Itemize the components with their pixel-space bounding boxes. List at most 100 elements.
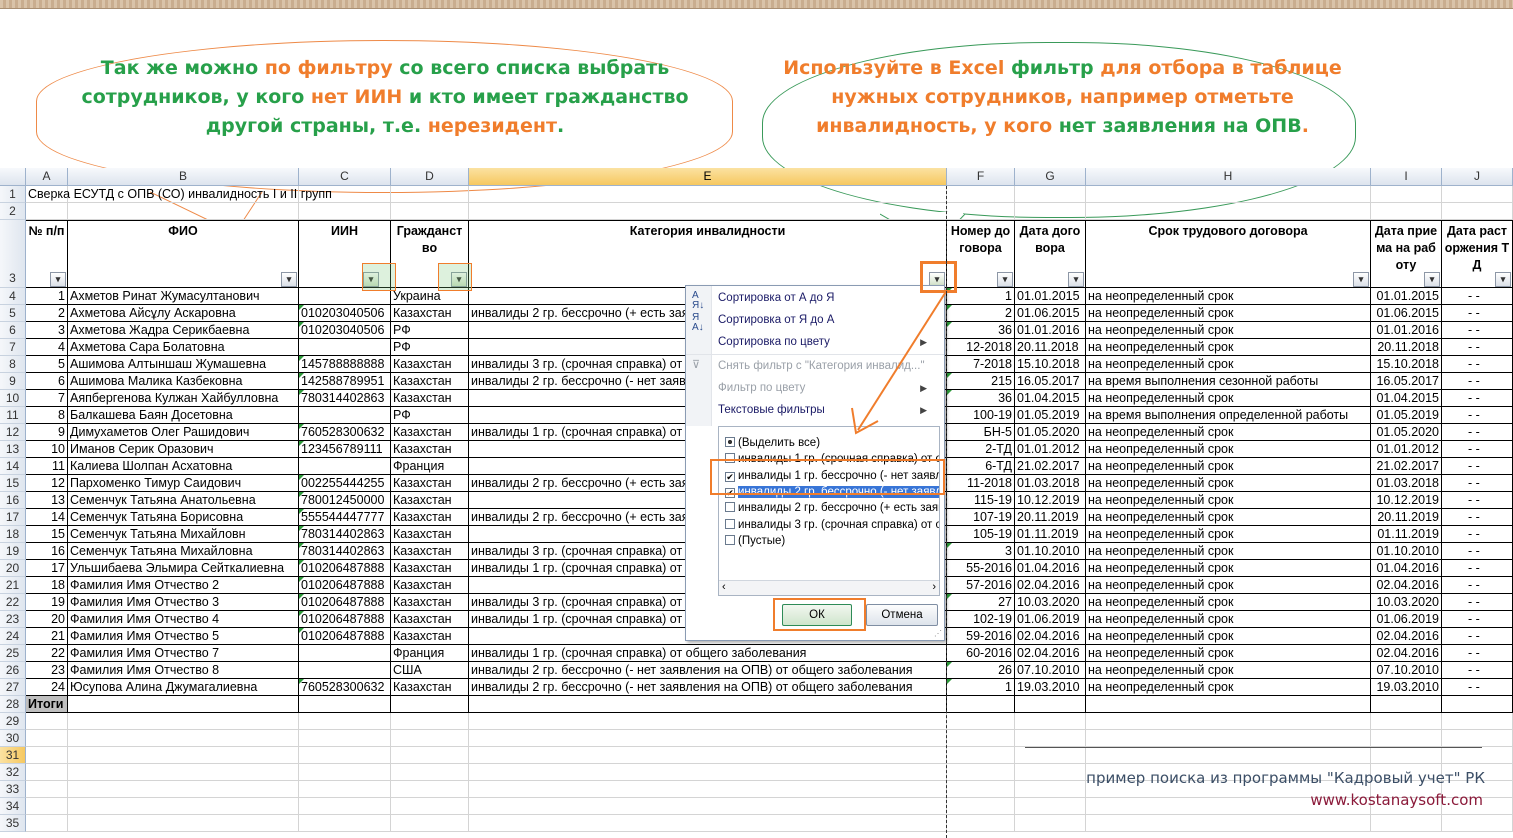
data-cell-i[interactable]: 15.10.2018 <box>1371 356 1442 373</box>
data-cell-f[interactable]: 105-19 <box>947 526 1015 543</box>
grid-cell[interactable] <box>26 186 68 203</box>
grid-cell[interactable] <box>68 730 299 747</box>
data-cell-i[interactable]: 01.04.2015 <box>1371 390 1442 407</box>
grid-cell[interactable] <box>1015 815 1086 832</box>
row-header-31[interactable]: 31 <box>0 747 26 764</box>
grid-cell[interactable] <box>1371 747 1442 764</box>
header-g[interactable]: Дата договора▾ <box>1015 220 1086 288</box>
data-cell-d[interactable]: Казахстан <box>391 356 469 373</box>
checkbox-icon[interactable] <box>725 453 735 464</box>
grid-cell[interactable] <box>1371 186 1442 203</box>
grid-cell[interactable] <box>391 713 469 730</box>
data-cell-b[interactable]: Семенчук Татьяна Михайловна <box>68 543 299 560</box>
data-cell-b[interactable]: Фамилия Имя Отчество 7 <box>68 645 299 662</box>
data-cell-f[interactable]: 27 <box>947 594 1015 611</box>
checkbox-icon[interactable] <box>725 518 735 529</box>
data-cell-j[interactable]: - - <box>1442 390 1513 407</box>
totals-cell-h[interactable] <box>1086 696 1371 713</box>
filter-value-item[interactable]: инвалиды 2 гр. бессрочно (+ есть заявлен… <box>725 500 939 516</box>
totals-cell-f[interactable] <box>947 696 1015 713</box>
data-cell-b[interactable]: Калиева Шолпан Асхатовна <box>68 458 299 475</box>
data-cell-h[interactable]: на неопределенный срок <box>1086 475 1371 492</box>
data-cell-h[interactable]: на неопределенный срок <box>1086 424 1371 441</box>
data-cell-f[interactable]: 57-2016 <box>947 577 1015 594</box>
horizontal-scrollbar[interactable]: ‹ › <box>719 580 939 595</box>
data-cell-a[interactable]: 8 <box>26 407 68 424</box>
data-cell-f[interactable]: 59-2016 <box>947 628 1015 645</box>
data-cell-c[interactable] <box>299 458 391 475</box>
grid-cell[interactable] <box>947 781 1015 798</box>
data-cell-a[interactable]: 20 <box>26 611 68 628</box>
grid-cell[interactable] <box>1442 186 1513 203</box>
data-cell-i[interactable]: 02.04.2016 <box>1371 577 1442 594</box>
data-cell-h[interactable]: на неопределенный срок <box>1086 322 1371 339</box>
row-header-1[interactable]: 1 <box>0 186 26 203</box>
data-cell-f[interactable]: 36 <box>947 322 1015 339</box>
data-cell-e[interactable]: инвалиды 2 гр. бессрочно (- нет заявлени… <box>469 662 947 679</box>
data-cell-c[interactable]: 123456789111 <box>299 441 391 458</box>
column-header-d[interactable]: D <box>391 168 469 186</box>
data-cell-d[interactable]: Казахстан <box>391 577 469 594</box>
resize-grip-icon[interactable]: ⋰ <box>934 629 942 638</box>
data-cell-d[interactable]: США <box>391 662 469 679</box>
grid-cell[interactable] <box>469 730 947 747</box>
data-cell-g[interactable]: 10.12.2019 <box>1015 492 1086 509</box>
data-cell-j[interactable]: - - <box>1442 305 1513 322</box>
data-cell-f[interactable]: 60-2016 <box>947 645 1015 662</box>
data-cell-b[interactable]: Ашимова Малика Казбековна <box>68 373 299 390</box>
grid-cell[interactable] <box>1371 203 1442 220</box>
data-cell-g[interactable]: 20.11.2019 <box>1015 509 1086 526</box>
data-cell-g[interactable]: 15.10.2018 <box>1015 356 1086 373</box>
data-cell-b[interactable]: Фамилия Имя Отчество 5 <box>68 628 299 645</box>
grid-cell[interactable] <box>947 713 1015 730</box>
data-cell-d[interactable]: Казахстан <box>391 492 469 509</box>
data-cell-i[interactable]: 01.03.2018 <box>1371 475 1442 492</box>
grid-cell[interactable] <box>68 798 299 815</box>
data-cell-g[interactable]: 01.10.2010 <box>1015 543 1086 560</box>
data-cell-j[interactable]: - - <box>1442 475 1513 492</box>
header-h[interactable]: Срок трудового договора▾ <box>1086 220 1371 288</box>
data-cell-j[interactable]: - - <box>1442 628 1513 645</box>
row-header-27[interactable]: 27 <box>0 679 26 696</box>
data-cell-i[interactable]: 16.05.2017 <box>1371 373 1442 390</box>
data-cell-f[interactable]: 11-2018 <box>947 475 1015 492</box>
data-cell-a[interactable]: 22 <box>26 645 68 662</box>
data-cell-i[interactable]: 01.05.2020 <box>1371 424 1442 441</box>
text-filters-item[interactable]: Текстовые фильтры▶ <box>718 400 933 420</box>
data-cell-d[interactable]: РФ <box>391 339 469 356</box>
grid-cell[interactable] <box>391 730 469 747</box>
data-cell-g[interactable]: 01.06.2019 <box>1015 611 1086 628</box>
header-e[interactable]: Категория инвалидности▾ <box>469 220 947 288</box>
totals-cell-d[interactable] <box>391 696 469 713</box>
filter-dropdown-icon[interactable]: ▾ <box>363 272 379 287</box>
data-cell-a[interactable]: 9 <box>26 424 68 441</box>
row-header-25[interactable]: 25 <box>0 645 26 662</box>
grid-cell[interactable] <box>469 747 947 764</box>
data-cell-g[interactable]: 01.03.2018 <box>1015 475 1086 492</box>
data-cell-i[interactable]: 02.04.2016 <box>1371 645 1442 662</box>
row-header-12[interactable]: 12 <box>0 424 26 441</box>
grid-cell[interactable] <box>947 203 1015 220</box>
data-cell-b[interactable]: Ахметова Жадра Серикбаевна <box>68 322 299 339</box>
data-cell-h[interactable]: на неопределенный срок <box>1086 628 1371 645</box>
data-cell-d[interactable]: Казахстан <box>391 526 469 543</box>
data-cell-j[interactable]: - - <box>1442 662 1513 679</box>
grid-cell[interactable] <box>1086 713 1371 730</box>
row-header-5[interactable]: 5 <box>0 305 26 322</box>
checkbox-icon[interactable] <box>725 437 735 447</box>
grid-cell[interactable] <box>1371 815 1442 832</box>
data-cell-b[interactable]: Фамилия Имя Отчество 8 <box>68 662 299 679</box>
data-cell-a[interactable]: 2 <box>26 305 68 322</box>
grid-cell[interactable] <box>299 713 391 730</box>
data-cell-a[interactable]: 11 <box>26 458 68 475</box>
data-cell-h[interactable]: на неопределенный срок <box>1086 492 1371 509</box>
data-cell-a[interactable]: 19 <box>26 594 68 611</box>
clear-filter-item[interactable]: Снять фильтр с "Категория инвалид..." <box>718 360 925 372</box>
data-cell-b[interactable]: Ульшибаева Эльмира Сейткалиевна <box>68 560 299 577</box>
data-cell-b[interactable]: Ахметов Ринат Жумасултанович <box>68 288 299 305</box>
data-cell-a[interactable]: 24 <box>26 679 68 696</box>
data-cell-h[interactable]: на неопределенный срок <box>1086 526 1371 543</box>
data-cell-a[interactable]: 16 <box>26 543 68 560</box>
data-cell-i[interactable]: 21.02.2017 <box>1371 458 1442 475</box>
data-cell-j[interactable]: - - <box>1442 560 1513 577</box>
